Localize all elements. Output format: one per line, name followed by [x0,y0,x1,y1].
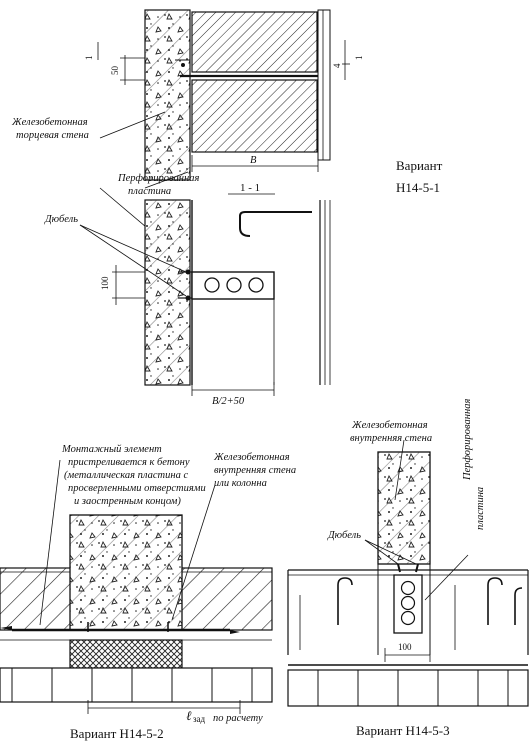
label-dowel-1: Дюбель [44,214,78,225]
dim-100-top: 100 [100,276,110,290]
dim-B: B [250,155,257,166]
label-end-wall-2: торцевая стена [16,130,89,141]
label-mount-3: (металлическая пластина с [64,470,188,481]
perforated-plate-3 [393,574,423,634]
variant-2: Вариант H14-5-2 [70,726,164,741]
label-mount-5: и заостренным концом) [74,496,181,507]
label-mount-2: пристреливается к бетону [68,457,190,468]
label-inner-wall-2c: или колонна [214,478,267,489]
top-section-view [112,199,331,396]
panel-lower [191,79,318,153]
label-inner-wall-3b: внутренняя стена [350,433,432,444]
label-perforated-3b: пластина [475,487,486,530]
label-mount-1: Монтажный элемент [61,444,162,455]
label-perforated-2: пластина [128,186,171,197]
dim-B2: B/2+50 [212,396,245,407]
section-title: 1 - 1 [240,182,260,194]
variant-3: Вариант H14-5-3 [356,723,450,738]
bottom-left-detail [0,514,273,714]
dim-4: 4 [332,63,342,68]
label-perforated-3a: Перфорированная [462,399,473,481]
label-inner-wall-2a: Железобетонная [213,452,290,463]
label-inner-wall-2b: внутренняя стена [214,465,296,476]
dim-ell: ℓ [186,708,192,723]
label-mount-4: просверленными отверстиями [68,483,206,494]
dim-1-left: 1 [84,56,94,61]
label-perforated-1: Перфорированная [117,173,199,184]
dim-ell-note: по расчету [213,713,263,724]
label-end-wall-1: Железобетонная [11,117,88,128]
top-plan-view [97,9,350,181]
dim-ell-sub: зад [193,714,206,724]
label-dowel-3: Дюбель [327,530,361,541]
dim-1-right: 1 [354,56,364,61]
panel-upper [191,11,318,73]
label-inner-wall-3a: Железобетонная [351,420,428,431]
bottom-right-detail [287,451,529,707]
dim-100-bottom: 100 [398,642,412,652]
variant-1-code: H14-5-1 [396,180,440,195]
perforated-plate [191,271,275,300]
dim-50: 50 [110,66,120,76]
variant-1-word: Вариант [396,158,443,173]
